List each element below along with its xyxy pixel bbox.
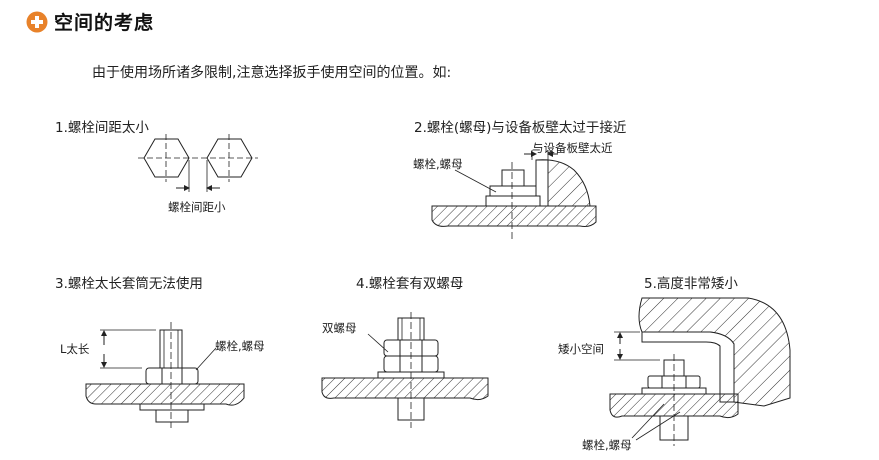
figure-1-caption: 1.螺栓间距太小 [55,120,149,136]
page-title: 空间的考虑 [54,12,155,34]
figure-5-bolt-label: 螺栓,螺母 [582,438,632,452]
figure-2-bolt-label: 螺栓,螺母 [413,157,463,171]
figure-3-drawing [85,322,245,428]
figure-1-drawing [138,134,258,192]
intro-text: 由于使用场所诸多限制,注意选择扳手使用空间的位置。如: [92,65,452,81]
figure-5-drawing [609,297,791,446]
figure-4-drawing [321,312,489,428]
figure-2-drawing [431,150,597,240]
figure-3-caption: 3.螺栓太长套筒无法使用 [55,276,203,292]
figure-3-length-label: L太长 [60,342,90,356]
figure-5-caption: 5.高度非常矮小 [644,276,738,292]
figure-4-double-nut-label: 双螺母 [322,321,357,335]
figure-3-bolt-label: 螺栓,螺母 [215,339,265,353]
figure-2-caption: 2.螺栓(螺母)与设备板壁太过于接近 [414,120,627,136]
figure-1-gap-label: 螺栓间距小 [168,200,226,214]
figure-4-caption: 4.螺栓套有双螺母 [356,276,464,292]
section-header: 空间的考虑 [26,8,154,35]
figure-5-space-label: 矮小空间 [558,342,604,356]
plus-circle-icon [26,11,48,32]
